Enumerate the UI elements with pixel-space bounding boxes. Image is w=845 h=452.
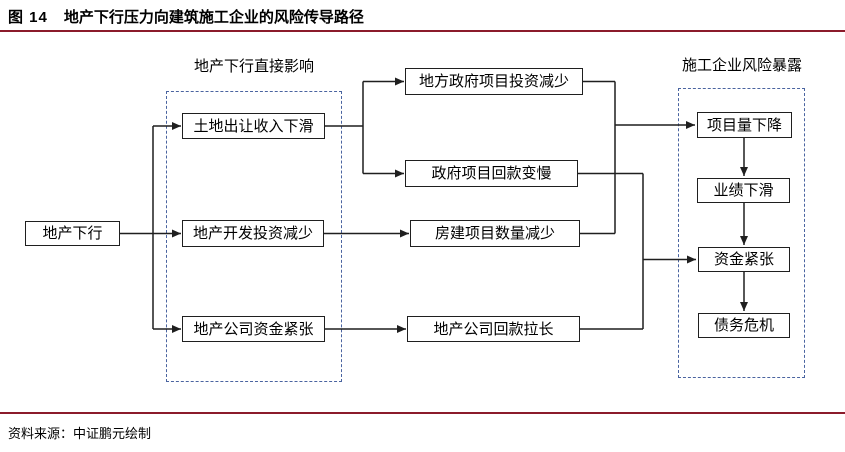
figure-number: 图 14 <box>8 9 48 26</box>
top-divider <box>0 30 845 32</box>
node-developer-cash-strain: 地产公司资金紧张 <box>182 316 325 342</box>
figure-title-text: 地产下行压力向建筑施工企业的风险传导路径 <box>63 9 364 26</box>
node-gov-project-payment-slowdown: 政府项目回款变慢 <box>405 160 578 187</box>
node-project-volume-decline: 项目量下降 <box>697 112 792 138</box>
node-developer-payment-lengthening: 地产公司回款拉长 <box>407 316 580 342</box>
group-box-risk-exposure <box>678 88 805 378</box>
figure-title: 图 14 地产下行压力向建筑施工企业的风险传导路径 <box>8 6 838 27</box>
node-cash-strain: 资金紧张 <box>698 247 790 272</box>
node-local-gov-project-investment-decrease: 地方政府项目投资减少 <box>405 68 583 95</box>
source-note: 资料来源：中证鹏元绘制 <box>8 426 152 441</box>
node-performance-decline: 业绩下滑 <box>697 178 790 203</box>
node-debt-crisis: 债务危机 <box>698 313 790 338</box>
node-land-sale-revenue-decline: 土地出让收入下滑 <box>182 113 325 139</box>
node-real-estate-downturn: 地产下行 <box>25 221 120 246</box>
group-label-direct-impact: 地产下行直接影响 <box>193 58 314 75</box>
node-housing-project-quantity-decrease: 房建项目数量减少 <box>410 220 580 247</box>
bottom-divider <box>0 412 845 414</box>
node-dev-investment-decrease: 地产开发投资减少 <box>182 220 324 247</box>
group-label-risk-exposure: 施工企业风险暴露 <box>681 57 802 74</box>
